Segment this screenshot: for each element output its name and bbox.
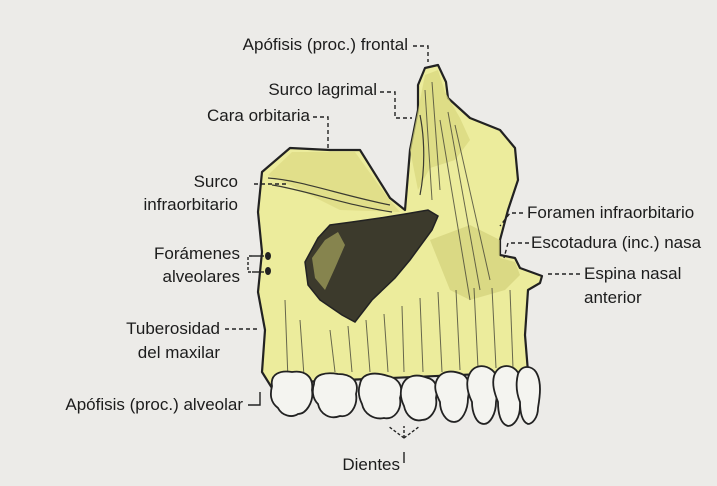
label-dientes: Dientes xyxy=(290,455,400,475)
label-tuberosidad: Tuberosidad xyxy=(60,319,220,339)
label-surco: Surco xyxy=(120,172,238,192)
label-foramenes: Forámenes xyxy=(100,244,240,264)
label-alveolares: alveolares xyxy=(100,267,240,287)
label-del-maxilar: del maxilar xyxy=(60,343,220,363)
label-apofisis-alveolar: Apófisis (proc.) alveolar xyxy=(10,395,243,415)
label-cara-orbitaria: Cara orbitaria xyxy=(150,106,310,126)
label-infraorbitario: infraorbitario xyxy=(80,195,238,215)
label-apofisis-frontal: Apófisis (proc.) frontal xyxy=(160,35,408,55)
label-surco-lagrimal: Surco lagrimal xyxy=(200,80,377,100)
label-anterior: anterior xyxy=(584,288,642,308)
label-espina-nasal: Espina nasal xyxy=(584,264,681,284)
label-escotadura-nasal: Escotadura (inc.) nasa xyxy=(531,233,701,253)
label-foramen-infraorbitario: Foramen infraorbitario xyxy=(527,203,694,223)
